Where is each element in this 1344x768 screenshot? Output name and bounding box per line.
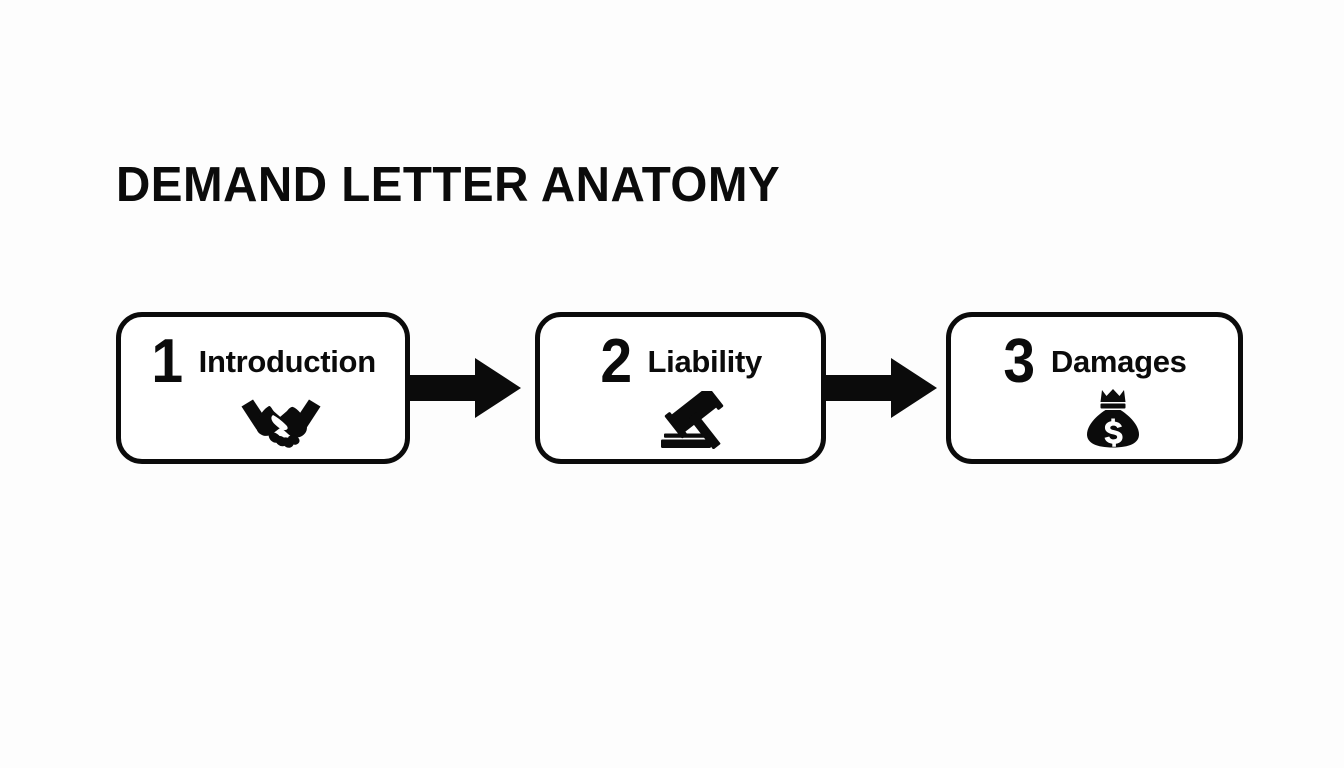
connector-arrow-1 xyxy=(409,356,521,420)
step-3-label: Damages xyxy=(1050,344,1187,380)
step-1-number: 1 xyxy=(151,327,184,396)
step-card-1[interactable]: 1 Introduction xyxy=(116,312,410,464)
step-1-label: Introduction xyxy=(198,344,377,380)
handshake-icon xyxy=(241,399,321,448)
step-card-2[interactable]: 2 Liability xyxy=(535,312,826,464)
step-3-header: 3 Damages xyxy=(951,327,1238,396)
step-2-label: Liability xyxy=(647,344,763,380)
money-bag-icon xyxy=(1086,389,1139,448)
step-card-3[interactable]: 3 Damages xyxy=(946,312,1243,464)
arrow-right-icon xyxy=(409,358,521,418)
connector-arrow-2 xyxy=(825,356,937,420)
step-2-number: 2 xyxy=(600,327,633,396)
step-3-icon-wrap xyxy=(951,387,1238,449)
gavel-icon xyxy=(660,391,723,449)
step-1-header: 1 Introduction xyxy=(121,327,405,396)
step-2-icon-wrap xyxy=(540,391,821,449)
step-3-number: 3 xyxy=(1003,327,1036,396)
arrow-right-icon xyxy=(825,358,937,418)
step-2-header: 2 Liability xyxy=(540,327,821,396)
page-title: DEMAND LETTER ANATOMY xyxy=(116,158,781,212)
step-1-icon-wrap xyxy=(121,393,405,449)
